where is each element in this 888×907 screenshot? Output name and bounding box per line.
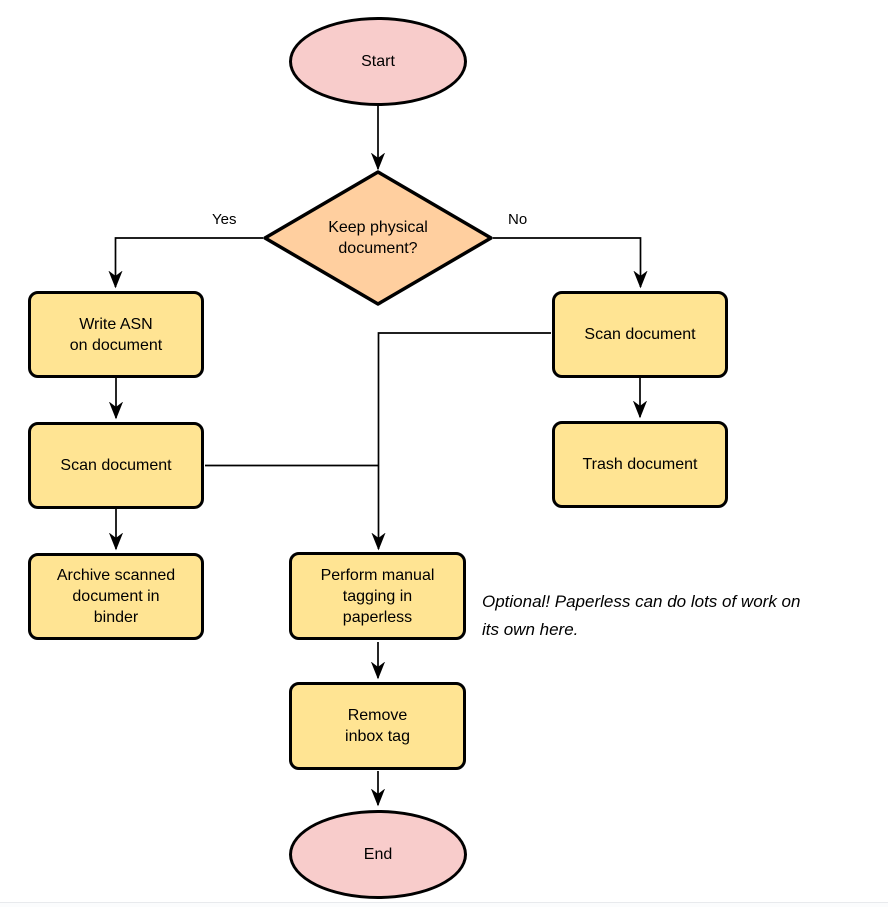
decision-node-label: Keep physical document? [328,219,428,257]
archive-node: Archive scanned document in binder [28,553,204,640]
write-asn-node: Write ASN on document [28,291,204,378]
remove-inbox-tag-node-label: Remove inbox tag [345,707,410,745]
optional-annotation: Optional! Paperless can do lots of work … [482,592,801,639]
connector-decision-no-to-scan-right [493,237,641,287]
start-node-label: Start [361,53,395,70]
scan-document-right-node-label: Scan document [584,326,696,343]
end-node: End [289,810,467,899]
scan-document-left-node: Scan document [28,422,204,509]
start-node: Start [289,17,467,106]
manual-tagging-node: Perform manual tagging in paperless [289,552,466,640]
page-bottom-divider [0,902,888,907]
remove-inbox-tag-node: Remove inbox tag [289,682,466,770]
archive-node-label: Archive scanned document in binder [56,567,176,626]
manual-tagging-node-label: Perform manual tagging in paperless [320,566,435,626]
edge-label-yes: Yes [210,211,239,228]
connector-scan-right-to-tagging [379,332,551,549]
edge-label-no: No [506,211,530,228]
scan-document-right-node: Scan document [552,291,728,378]
connector-decision-yes-to-write-asn [116,237,263,287]
write-asn-node-label: Write ASN on document [69,315,163,354]
trash-document-node-label: Trash document [582,456,698,473]
scan-document-left-node-label: Scan document [60,457,172,474]
trash-document-node: Trash document [552,421,728,508]
end-node-label: End [363,846,393,863]
decision-node-shape [263,170,493,306]
